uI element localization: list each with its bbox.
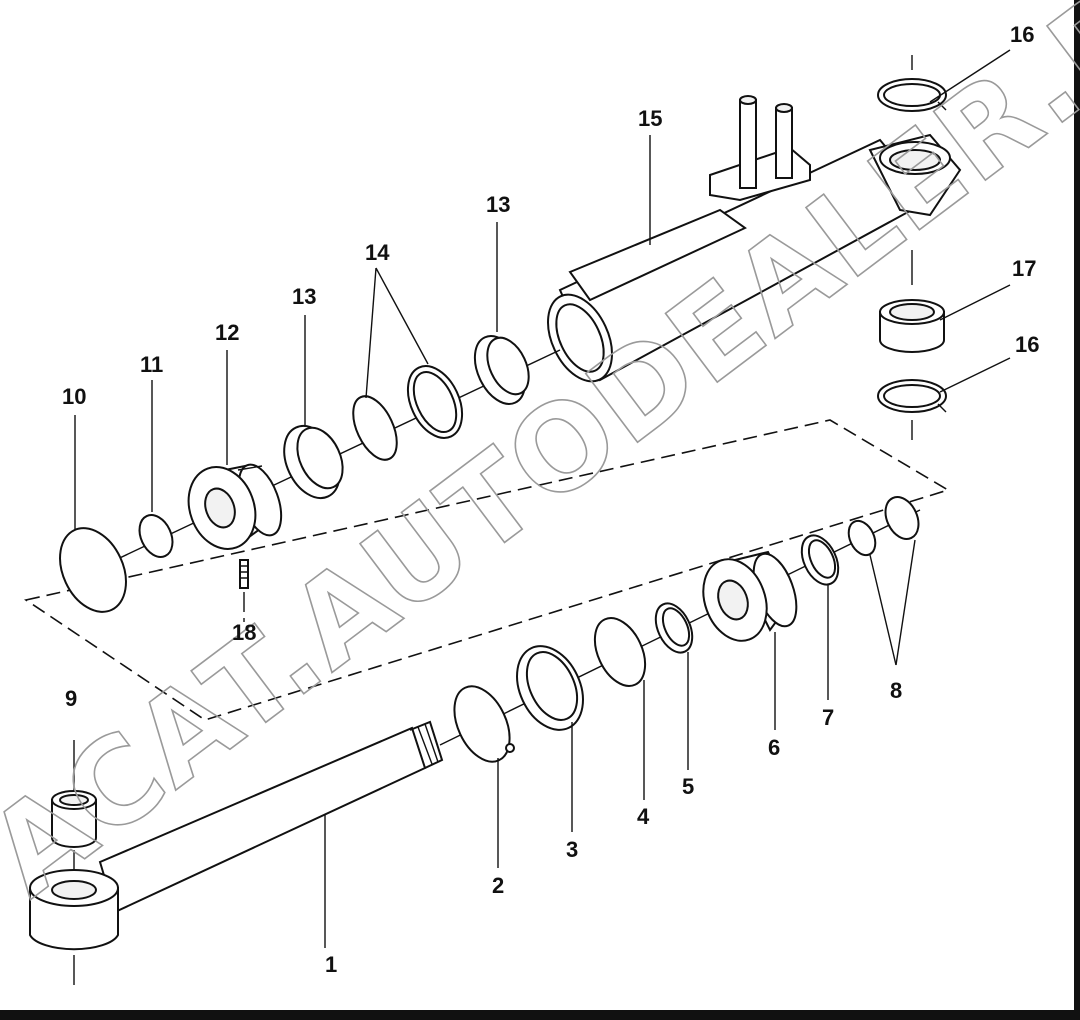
leader-lines [74, 49, 1011, 948]
rod-guide-ring [516, 645, 584, 731]
callout-16a: 16 [1010, 22, 1034, 47]
o-ring-small-a [847, 519, 877, 557]
callout-8: 8 [890, 678, 902, 703]
cylinder-head [702, 550, 798, 642]
callout-11: 11 [140, 352, 163, 377]
callout-2: 2 [492, 873, 504, 898]
o-ring-small-b [884, 496, 920, 540]
callout-17: 17 [1012, 256, 1036, 281]
o-ring-small [138, 514, 174, 558]
callout-1: 1 [325, 952, 337, 977]
callout-10: 10 [62, 384, 86, 409]
wear-ring-left [283, 424, 344, 500]
dashed-group-outline [24, 419, 950, 721]
wiper-seal [800, 534, 840, 586]
piston [187, 463, 283, 550]
bushing-left [51, 790, 97, 848]
snap-ring-bottom [877, 379, 947, 413]
callout-3: 3 [566, 837, 578, 862]
seal-ring-b [406, 365, 464, 439]
callout-4: 4 [637, 804, 650, 829]
callout-16b: 16 [1015, 332, 1039, 357]
cylinder-barrel [547, 95, 962, 383]
callout-18: 18 [232, 620, 256, 645]
seal-ring-a [352, 395, 398, 461]
bottom-border [0, 1010, 1080, 1020]
o-ring-rod [593, 617, 647, 687]
callout-12: 12 [215, 320, 239, 345]
o-ring-large [59, 527, 127, 613]
retaining-ring [453, 685, 515, 763]
bleed-screw [239, 559, 249, 589]
callout-14: 14 [365, 240, 390, 265]
callout-5: 5 [682, 774, 694, 799]
rod-seal [654, 602, 694, 654]
callout-9: 9 [65, 686, 77, 711]
callout-6: 6 [768, 735, 780, 760]
callout-7: 7 [822, 705, 834, 730]
wear-ring-right [473, 335, 530, 405]
right-border [1074, 0, 1080, 1020]
callout-15: 15 [638, 106, 662, 131]
callout-13a: 13 [292, 284, 316, 309]
watermark-text: ACAT.AUTODEALER.RU [0, 0, 1080, 923]
callout-13b: 13 [486, 192, 510, 217]
bushing-right [879, 299, 945, 353]
piston-rod [29, 720, 444, 951]
